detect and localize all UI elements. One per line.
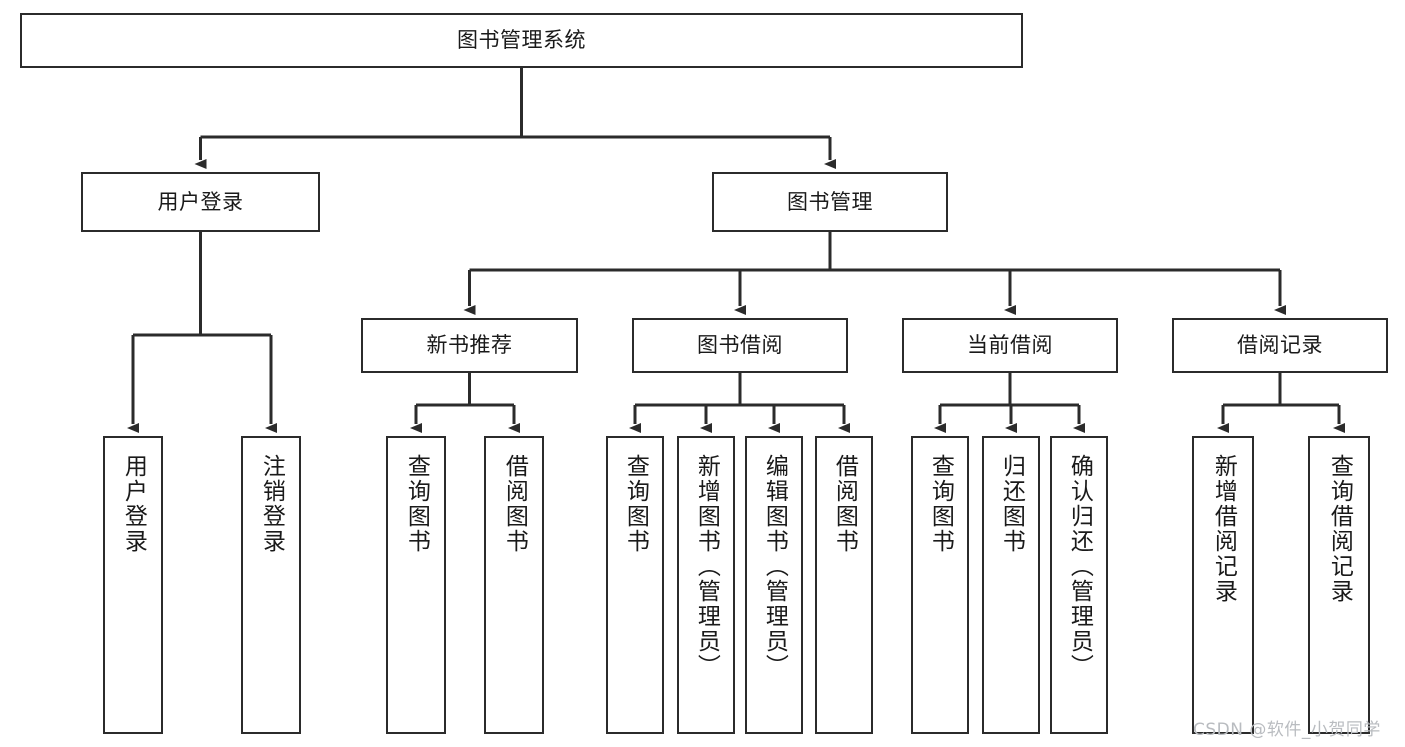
- node-label-book-borrow: 图书借阅: [697, 333, 783, 358]
- node-leaf-query-rec[interactable]: 查询借阅记录: [1308, 436, 1370, 734]
- node-label-leaf-add-rec: 新增借阅记录: [1210, 454, 1237, 604]
- node-book-borrow[interactable]: 图书借阅: [632, 318, 848, 373]
- node-label-user-login: 用户登录: [157, 189, 244, 214]
- node-label-leaf-query-1: 查询图书: [403, 454, 430, 554]
- node-label-borrow-record: 借阅记录: [1237, 333, 1323, 358]
- node-label-current-borrow: 当前借阅: [967, 333, 1053, 358]
- node-label-leaf-return: 归还图书: [998, 454, 1025, 554]
- node-label-leaf-user-login: 用户登录: [120, 454, 147, 554]
- node-leaf-query-1[interactable]: 查询图书: [386, 436, 446, 734]
- node-root[interactable]: 图书管理系统: [20, 13, 1023, 68]
- node-leaf-borrow-2[interactable]: 借阅图书: [815, 436, 873, 734]
- node-new-book-rec[interactable]: 新书推荐: [361, 318, 578, 373]
- node-leaf-return[interactable]: 归还图书: [982, 436, 1040, 734]
- node-leaf-edit-book[interactable]: 编辑图书（管理员）: [745, 436, 803, 734]
- node-book-manage[interactable]: 图书管理: [712, 172, 948, 232]
- node-label-new-book-rec: 新书推荐: [426, 333, 513, 358]
- node-user-login[interactable]: 用户登录: [81, 172, 320, 232]
- node-label-leaf-add-book: 新增图书（管理员）: [693, 454, 720, 679]
- node-leaf-query-3[interactable]: 查询图书: [911, 436, 969, 734]
- node-borrow-record[interactable]: 借阅记录: [1172, 318, 1388, 373]
- node-current-borrow[interactable]: 当前借阅: [902, 318, 1118, 373]
- csdn-watermark: CSDN @软件_小贺同学: [1193, 720, 1381, 740]
- node-leaf-borrow-1[interactable]: 借阅图书: [484, 436, 544, 734]
- node-label-leaf-edit-book: 编辑图书（管理员）: [761, 454, 788, 679]
- node-leaf-user-login[interactable]: 用户登录: [103, 436, 163, 734]
- node-leaf-add-book[interactable]: 新增图书（管理员）: [677, 436, 735, 734]
- node-label-leaf-borrow-2: 借阅图书: [831, 454, 858, 554]
- node-label-leaf-query-rec: 查询借阅记录: [1326, 454, 1353, 604]
- node-label-leaf-logout: 注销登录: [258, 454, 285, 554]
- node-leaf-query-2[interactable]: 查询图书: [606, 436, 664, 734]
- node-label-leaf-borrow-1: 借阅图书: [501, 454, 528, 554]
- node-label-root: 图书管理系统: [457, 28, 586, 53]
- node-leaf-add-rec[interactable]: 新增借阅记录: [1192, 436, 1254, 734]
- node-label-book-manage: 图书管理: [787, 189, 873, 214]
- node-leaf-confirm[interactable]: 确认归还（管理员）: [1050, 436, 1108, 734]
- node-label-leaf-query-2: 查询图书: [622, 454, 649, 554]
- node-label-leaf-query-3: 查询图书: [927, 454, 954, 554]
- node-leaf-logout[interactable]: 注销登录: [241, 436, 301, 734]
- node-label-leaf-confirm: 确认归还（管理员）: [1066, 454, 1093, 679]
